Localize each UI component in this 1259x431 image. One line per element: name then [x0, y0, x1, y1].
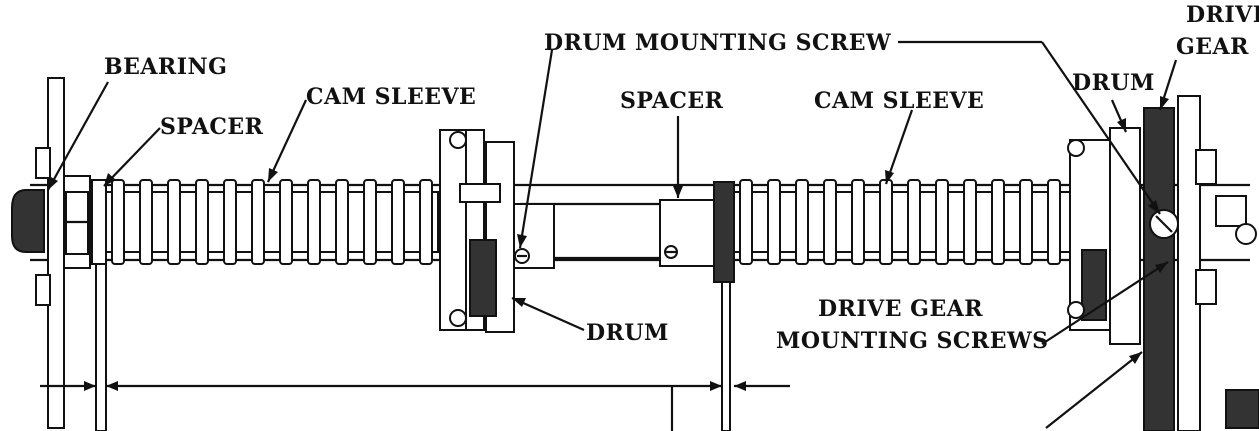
cam-rib [167, 179, 181, 265]
cam-rib [223, 179, 237, 265]
label-drive-gear-mounting-line1: DRIVE GEAR [818, 296, 983, 322]
cam-rib [111, 179, 125, 265]
cam-rib [251, 179, 265, 265]
center-drum [439, 129, 515, 333]
label-spacer-middle: SPACER [620, 88, 724, 114]
cam-rib [307, 179, 321, 265]
label-cam-sleeve-left: CAM SLEEVE [306, 84, 476, 110]
leader-lines [47, 40, 1178, 429]
cam-rib [279, 179, 293, 265]
cam-rib [391, 179, 405, 265]
left-bearing [65, 191, 89, 255]
label-drum-bottom: DRUM [586, 320, 669, 346]
cam-rib [1019, 179, 1033, 265]
cam-rib [335, 179, 349, 265]
label-drum-top: DRUM [1072, 70, 1155, 96]
labels: BEARING SPACER CAM SLEEVE DRUM MOUNTING … [104, 2, 1259, 354]
cam-rib [935, 179, 949, 265]
label-drum-mounting-screw: DRUM MOUNTING SCREW [544, 30, 891, 56]
middle-spacer [659, 181, 735, 431]
label-drive-gear-line1: DRIVE [1186, 2, 1259, 28]
cam-rib [767, 179, 781, 265]
cam-rib [195, 179, 209, 265]
label-cam-sleeve-right: CAM SLEEVE [814, 88, 984, 114]
dimension-lines [40, 381, 790, 431]
cam-rib [851, 179, 865, 265]
label-bearing: BEARING [104, 54, 227, 80]
cam-rib [363, 179, 377, 265]
cam-rib [739, 179, 753, 265]
cam-rib [823, 179, 837, 265]
label-spacer-left: SPACER [160, 114, 264, 140]
cam-rib [419, 179, 433, 265]
drive-gear [1143, 95, 1259, 431]
cam-rib [879, 179, 893, 265]
cam-rib [963, 179, 977, 265]
cam-rib [795, 179, 809, 265]
label-drive-gear-line2: GEAR [1176, 34, 1249, 60]
cam-rib [1047, 179, 1061, 265]
cam-rib [991, 179, 1005, 265]
drum-mounting-screw [513, 203, 555, 269]
cam-rib [139, 179, 153, 265]
right-cam-sleeve [733, 179, 1071, 265]
right-drum [1067, 127, 1141, 345]
left-spacer [91, 179, 107, 431]
left-cam-sleeve [105, 179, 439, 265]
label-drive-gear-mounting-line2: MOUNTING SCREWS [776, 328, 1049, 354]
cam-rib [907, 179, 921, 265]
